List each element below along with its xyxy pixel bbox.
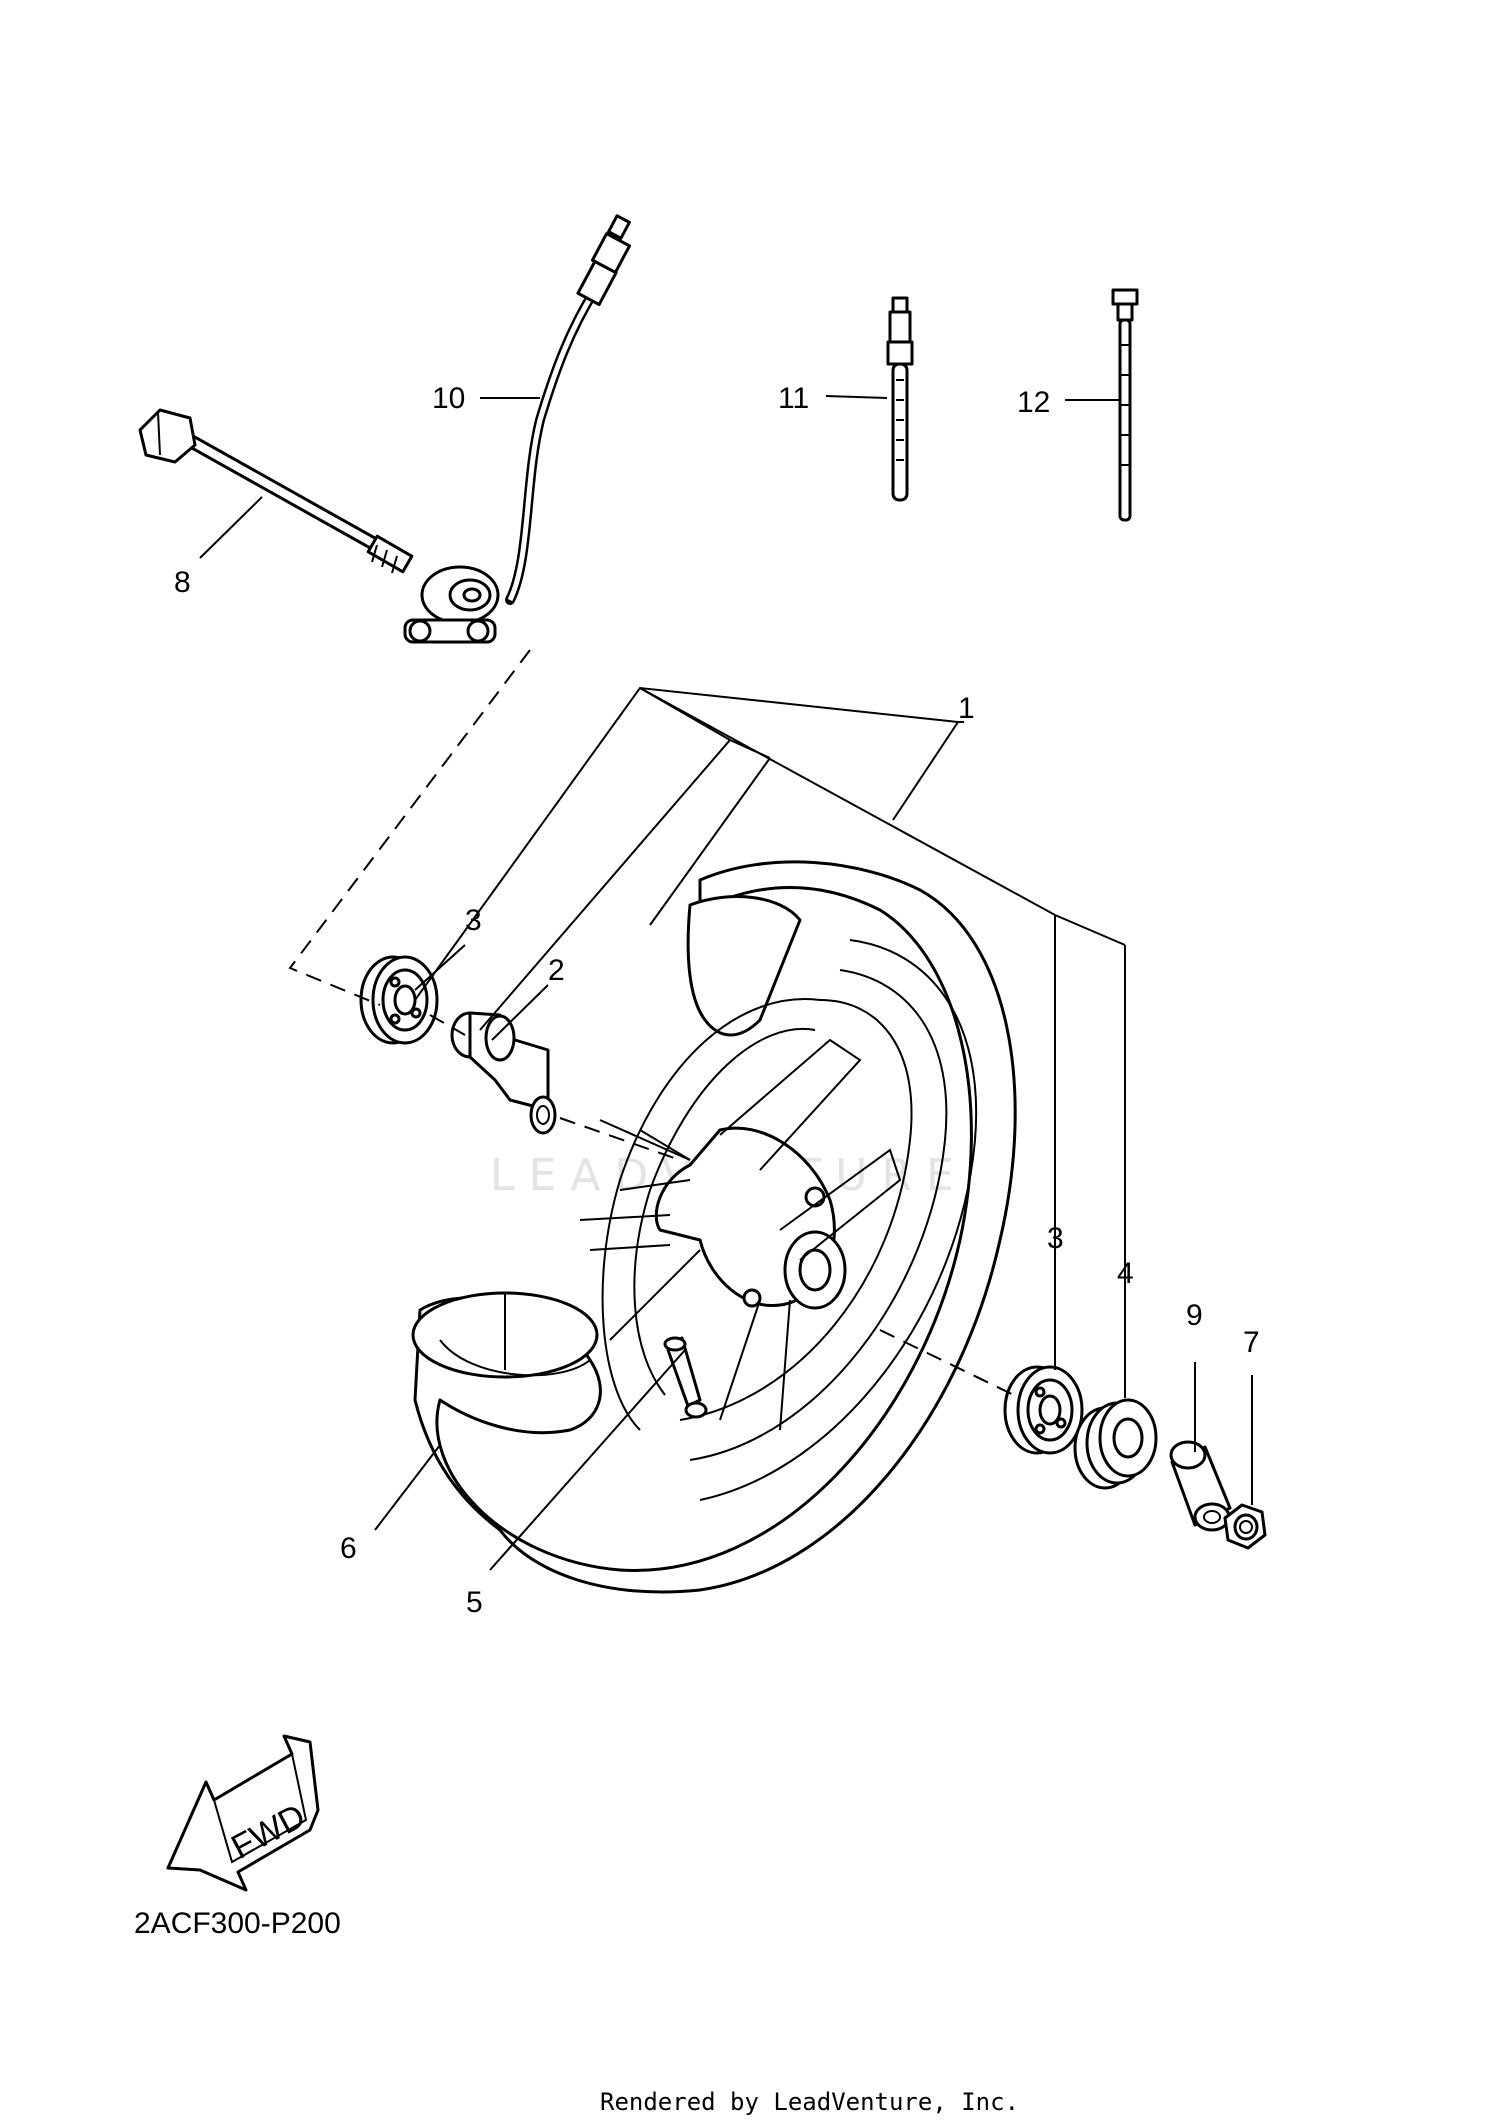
callout-3-left: 3 — [465, 904, 482, 937]
callout-1: 1 — [958, 692, 975, 725]
axle-nut-part[interactable] — [1223, 1503, 1267, 1550]
assembly-dashed-lines — [288, 649, 1021, 1399]
axle-bolt-part[interactable] — [138, 408, 414, 574]
callout-2: 2 — [548, 954, 565, 987]
bearing-left-part[interactable] — [359, 955, 439, 1045]
callout-11: 11 — [778, 382, 809, 415]
callout-4: 4 — [1117, 1257, 1134, 1290]
bearing-right-part[interactable] — [1003, 1365, 1084, 1455]
render-credit: Rendered by LeadVenture, Inc. — [600, 2088, 1019, 2116]
tire-part[interactable] — [411, 860, 1017, 1594]
callout-leaders — [199, 395, 1253, 1571]
callout-6: 6 — [340, 1532, 357, 1565]
callout-9: 9 — [1186, 1299, 1203, 1332]
callout-12: 12 — [1017, 386, 1050, 419]
callout-7: 7 — [1243, 1326, 1260, 1359]
cast-wheel-part[interactable] — [579, 939, 978, 1501]
cable-tie-12-part[interactable] — [1111, 288, 1139, 522]
diagram-code: 2ACF300-P200 — [134, 1907, 341, 1940]
tire-valve-part[interactable] — [663, 1336, 708, 1419]
callout-8: 8 — [174, 566, 191, 599]
callout-10: 10 — [432, 382, 465, 415]
oil-seal-part[interactable] — [1073, 1398, 1158, 1490]
speedometer-gear-cable-part[interactable] — [403, 214, 632, 644]
callout-5: 5 — [466, 1586, 483, 1619]
cable-tie-11-part[interactable] — [886, 296, 914, 502]
callout-3-right: 3 — [1047, 1222, 1064, 1255]
forward-direction-arrow: FWD — [166, 1734, 320, 1892]
spacer-part[interactable] — [450, 1011, 557, 1135]
collar-part[interactable] — [1169, 1440, 1232, 1532]
